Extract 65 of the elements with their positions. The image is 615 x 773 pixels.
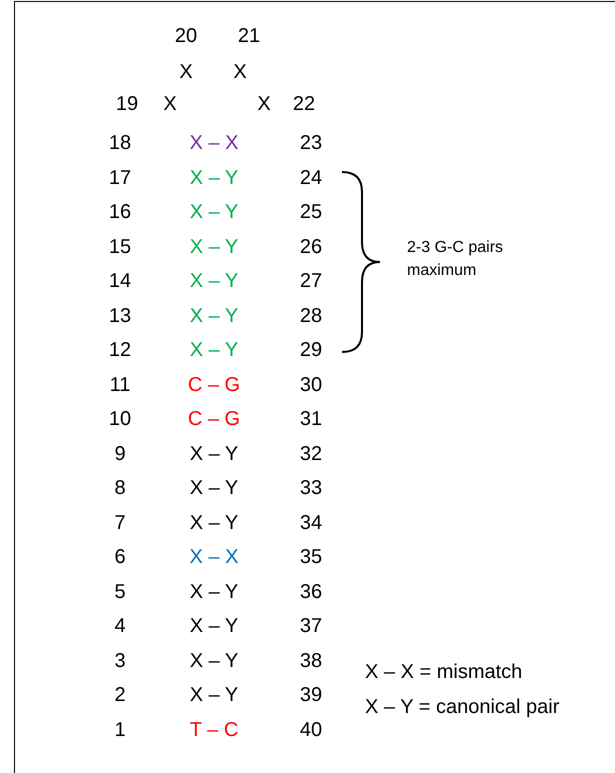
base-pair: X – Y	[190, 442, 238, 466]
key-text: X – Y = canonical pair	[365, 695, 560, 719]
base-symbol: X	[179, 60, 193, 84]
position-number: 14	[108, 269, 132, 293]
base-pair: C – G	[188, 407, 240, 431]
position-number: 31	[300, 407, 322, 431]
base-symbol: X	[163, 92, 177, 116]
position-number: 9	[114, 442, 126, 466]
position-number: 7	[114, 510, 126, 534]
position-number: 32	[300, 442, 322, 466]
position-number: 13	[108, 304, 132, 328]
position-number: 28	[300, 304, 322, 328]
base-pair: C – G	[188, 372, 240, 396]
position-number: 18	[108, 131, 132, 155]
position-number: 40	[300, 718, 322, 742]
position-number: 15	[108, 234, 132, 258]
base-pair: X – Y	[190, 200, 238, 224]
base-pair: X – Y	[190, 614, 238, 638]
position-number: 36	[300, 580, 322, 604]
position-number: 25	[300, 200, 322, 224]
base-pair: X – Y	[190, 683, 238, 707]
position-number: 29	[300, 338, 322, 362]
position-number: 35	[300, 545, 322, 569]
key-text: X – X = mismatch	[365, 660, 522, 684]
position-number: 17	[108, 166, 132, 190]
base-pair: X – Y	[190, 648, 238, 672]
base-pair: T – C	[190, 718, 238, 742]
base-pair: X – X	[190, 131, 238, 155]
base-pair: X – Y	[190, 269, 238, 293]
position-number: 11	[110, 372, 130, 396]
position-number: 1	[114, 718, 126, 742]
base-pair: X – Y	[190, 510, 238, 534]
position-number: 23	[300, 131, 322, 155]
position-number: 24	[300, 166, 322, 190]
position-number: 12	[108, 338, 132, 362]
position-number: 6	[114, 545, 126, 569]
base-symbol: X	[257, 92, 271, 116]
position-number: 4	[114, 614, 126, 638]
base-pair: X – Y	[190, 234, 238, 258]
position-number: 10	[108, 407, 132, 431]
base-symbol: X	[233, 60, 247, 84]
position-number: 5	[114, 580, 126, 604]
base-pair: X – X	[190, 545, 238, 569]
position-number: 27	[300, 269, 322, 293]
position-number: 2	[114, 683, 126, 707]
position-number: 20	[174, 24, 198, 48]
position-number: 3	[114, 648, 126, 672]
position-number: 21	[238, 24, 260, 48]
position-number: 30	[300, 372, 322, 396]
position-number: 8	[114, 476, 126, 500]
base-pair: X – Y	[190, 166, 238, 190]
brace-note: 2-3 G-C pairs maximum	[407, 238, 504, 282]
position-number: 26	[300, 234, 322, 258]
position-number: 34	[300, 510, 322, 534]
position-number: 33	[300, 476, 322, 500]
position-number: 16	[108, 200, 132, 224]
position-number: 38	[300, 648, 322, 672]
base-pair: X – Y	[190, 304, 238, 328]
base-pair: X – Y	[190, 338, 238, 362]
base-pair: X – Y	[190, 476, 238, 500]
position-number: 37	[300, 614, 322, 638]
position-number: 19	[116, 92, 138, 116]
base-pair: X – Y	[190, 580, 238, 604]
position-number: 39	[300, 683, 322, 707]
position-number: 22	[292, 92, 316, 116]
